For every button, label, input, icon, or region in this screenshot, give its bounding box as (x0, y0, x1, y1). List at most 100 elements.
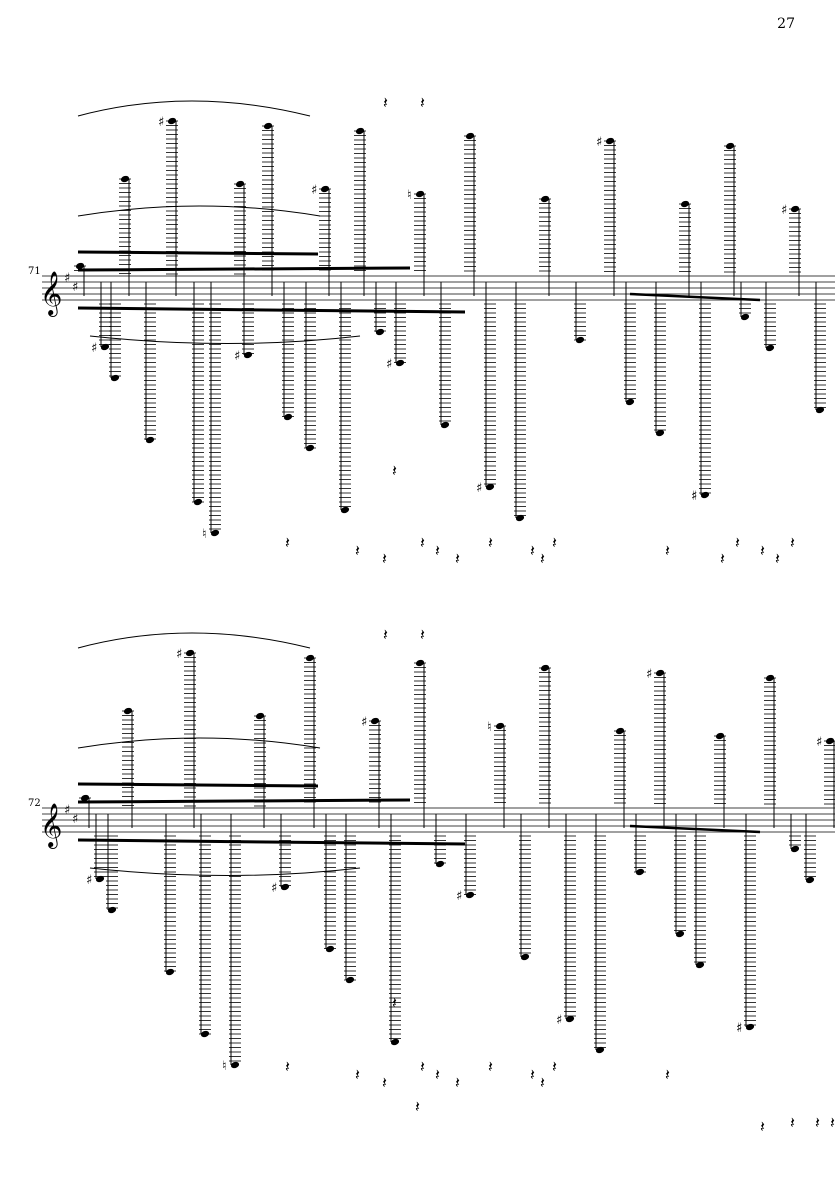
accidental-sharp-1-26: ♯ (596, 135, 602, 150)
key-sharp-1-1: ♯ (64, 271, 70, 286)
rest-1-10: 𝄽 (552, 533, 557, 552)
notehead-2-22 (565, 1015, 575, 1023)
rest-2-11: 𝄽 (665, 1065, 670, 1084)
accidental-sharp-2-30: ♯ (736, 1021, 742, 1036)
accidental-natural-2-8: ♮ (222, 1059, 227, 1074)
slur-1-a (77, 100, 311, 117)
rest-upper-2-1: 𝄽 (383, 625, 388, 644)
beam-1-c (77, 250, 319, 256)
rest-1-4: 𝄽 (420, 533, 425, 552)
rest-1-11: 𝄽 (665, 541, 670, 560)
notehead-2-3 (107, 906, 117, 914)
accidental-natural-1-8: ♮ (202, 527, 207, 542)
rest-2-10: 𝄽 (552, 1057, 557, 1076)
notehead-1-15 (340, 506, 350, 514)
beam-2-d (629, 824, 761, 834)
rest-bottom-4: 𝄽 (815, 1113, 820, 1132)
notehead-1-23 (515, 514, 525, 522)
notehead-2-33 (805, 876, 815, 884)
rest-bottom-5: 𝄽 (830, 1113, 835, 1132)
notehead-2-12 (325, 945, 335, 953)
rest-bottom-3: 𝄽 (790, 1113, 795, 1132)
accidental-sharp-1-18: ♯ (386, 357, 392, 372)
accidental-sharp-1-30: ♯ (691, 489, 697, 504)
accidental-natural-2-19: ♮ (487, 720, 492, 735)
accidental-sharp-2-14: ♯ (361, 715, 367, 730)
slur-2-b (77, 737, 321, 749)
accidental-sharp-1-34: ♯ (781, 203, 787, 218)
rest-2-9: 𝄽 (540, 1073, 545, 1092)
rest-upper-2-2: 𝄽 (420, 625, 425, 644)
rest-1-3: 𝄽 (382, 549, 387, 568)
accidental-sharp-2-26: ♯ (646, 667, 652, 682)
accidental-natural-1-30: ♮ (692, 489, 697, 504)
notehead-1-3 (110, 374, 120, 382)
notehead-2-10 (280, 883, 290, 891)
notehead-1-30 (700, 491, 710, 499)
notehead-1-33 (765, 344, 775, 352)
accidental-sharp-2-6: ♯ (176, 647, 182, 662)
rest-bottom-2: 𝄽 (760, 1117, 765, 1136)
accidental-sharp-2-10: ♯ (271, 881, 277, 896)
beam-1-b (77, 266, 411, 272)
rest-2-3: 𝄽 (382, 1073, 387, 1092)
notehead-2-15 (390, 1038, 400, 1046)
accidental-sharp-1-22: ♯ (476, 481, 482, 496)
key-sharp-2-1: ♯ (64, 803, 70, 818)
treble-clef-1: 𝄞 (40, 271, 62, 317)
beam-2-b (77, 798, 411, 804)
accidental-sharp-2-2: ♯ (86, 873, 92, 888)
rest-1-7: 𝄽 (488, 533, 493, 552)
accidental-sharp-2-18: ♯ (456, 889, 462, 904)
notehead-1-28 (655, 429, 665, 437)
rest-upper-2-3: 𝄽 (392, 993, 397, 1012)
notehead-1-22 (485, 483, 495, 491)
notehead-2-5 (165, 968, 175, 976)
key-sharp-2-2: ♯ (72, 812, 78, 827)
notehead-1-12 (283, 413, 293, 421)
beam-1-d (629, 292, 761, 302)
notehead-2-23 (595, 1046, 605, 1054)
treble-clef-2: 𝄞 (40, 803, 62, 849)
rest-1-8: 𝄽 (530, 541, 535, 560)
rest-1-14: 𝄽 (760, 541, 765, 560)
notehead-1-17 (375, 328, 385, 336)
notehead-2-30 (745, 1023, 755, 1031)
rest-1-5: 𝄽 (435, 541, 440, 560)
notehead-2-32 (790, 845, 800, 853)
beam-1-a (77, 306, 466, 314)
accidental-natural-1-19: ♮ (407, 188, 412, 203)
rest-2-1: 𝄽 (285, 1057, 290, 1076)
notehead-1-2 (100, 343, 110, 351)
rest-upper-1-2: 𝄽 (420, 93, 425, 112)
accidental-sharp-2-22: ♯ (556, 1013, 562, 1028)
rest-2-5: 𝄽 (435, 1065, 440, 1084)
accidental-sharp-1-14: ♯ (311, 183, 317, 198)
accidental-sharp-1-10: ♯ (234, 349, 240, 364)
slur-2-c (89, 867, 361, 876)
notehead-1-20 (440, 421, 450, 429)
slur-2-a (77, 632, 311, 649)
notehead-1-35 (815, 406, 825, 414)
slur-1-c (89, 335, 361, 344)
notehead-1-8 (210, 529, 220, 537)
notehead-2-2 (95, 875, 105, 883)
rest-2-6: 𝄽 (455, 1073, 460, 1092)
rest-1-12: 𝄽 (720, 549, 725, 568)
measure-number-72: 72 (28, 798, 41, 809)
rest-1-6: 𝄽 (455, 549, 460, 568)
accidental-sharp-2-34: ♯ (816, 735, 822, 750)
measure-number-71: 71 (28, 266, 41, 277)
notehead-1-18 (395, 359, 405, 367)
beam-2-c (77, 782, 319, 788)
notehead-2-17 (435, 860, 445, 868)
rest-1-9: 𝄽 (540, 549, 545, 568)
rest-2-2: 𝄽 (355, 1065, 360, 1084)
rest-upper-1-3: 𝄽 (392, 461, 397, 480)
accidental-sharp-1-2: ♯ (91, 341, 97, 356)
accidental-sharp-1-6: ♯ (158, 115, 164, 130)
notehead-2-27 (675, 930, 685, 938)
rest-1-13: 𝄽 (735, 533, 740, 552)
rest-1-1: 𝄽 (285, 533, 290, 552)
